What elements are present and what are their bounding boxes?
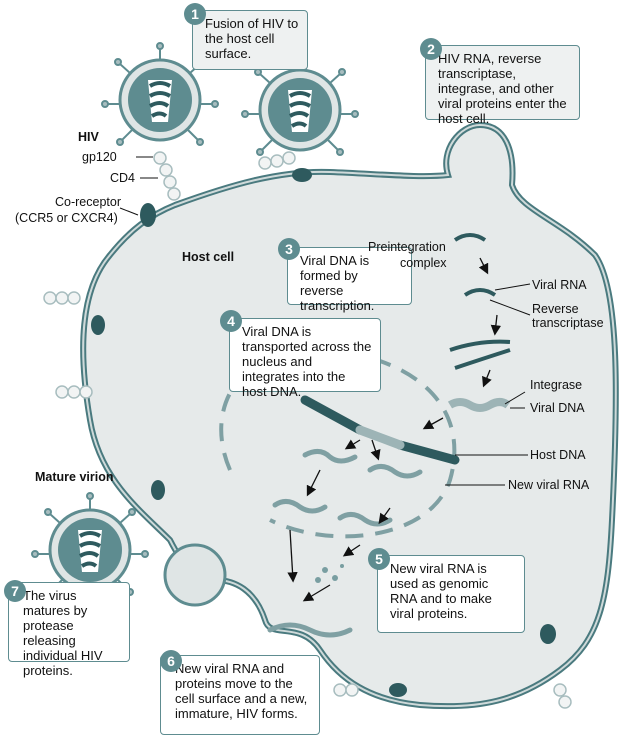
- step-7-box: The virus matures by protease releasing …: [8, 582, 130, 678]
- step-3-text: Viral DNA is formed by reverse transcrip…: [300, 253, 375, 313]
- reverse-label: Reverse: [532, 302, 579, 316]
- step-4-badge: 4: [220, 310, 242, 332]
- cd4-receptors: [43, 151, 572, 709]
- step-6-badge: 6: [160, 650, 182, 672]
- gp120-label: gp120: [82, 150, 117, 164]
- leader-lines: [119, 156, 531, 486]
- step-6-box: New viral RNA and proteins move to the c…: [160, 655, 320, 735]
- step-4-text: Viral DNA is transported across the nucl…: [242, 324, 372, 399]
- step-5-text: New viral RNA is used as genomic RNA and…: [390, 561, 492, 621]
- step-5-box: New viral RNA is used as genomic RNA and…: [377, 555, 525, 633]
- host-dna: [300, 395, 460, 465]
- cd4-label: CD4: [110, 171, 136, 185]
- preintegration-label: Preintegration: [368, 240, 446, 254]
- step-3-badge: 3: [278, 238, 300, 260]
- step-7-badge: 7: [4, 580, 26, 602]
- step-1-badge: 1: [184, 3, 206, 25]
- step-7-text: The virus matures by protease releasing …: [23, 588, 103, 678]
- host-cell-label: Host cell: [182, 250, 235, 264]
- coreceptor-sub-label: (CCR5 or CXCR4): [15, 211, 118, 225]
- viral-rna-label: Viral RNA: [532, 278, 587, 292]
- new-viral-rna: [267, 449, 423, 638]
- integrase-label: Integrase: [530, 378, 583, 392]
- hiv-label: HIV: [78, 130, 99, 144]
- step-2-badge: 2: [420, 38, 442, 60]
- step-6-text: New viral RNA and proteins move to the c…: [175, 661, 308, 721]
- step-1-text: Fusion of HIV to the host cell surface.: [205, 16, 299, 61]
- step-2-text: HIV RNA, reverse transcriptase, integras…: [438, 51, 567, 126]
- complex-label: complex: [400, 256, 447, 270]
- coreceptors: [91, 168, 556, 697]
- transcriptase-label: transcriptase: [532, 316, 604, 330]
- host-dna-label: Host DNA: [530, 448, 586, 462]
- mature-virion-label: Mature virion: [35, 470, 114, 484]
- viral-dna-label: Viral DNA: [530, 401, 585, 415]
- coreceptor-label: Co-receptor: [55, 195, 121, 209]
- step-2-box: HIV RNA, reverse transcriptase, integras…: [425, 45, 580, 126]
- step-1-box: Fusion of HIV to the host cell surface.: [192, 10, 308, 70]
- complexes: [449, 233, 511, 370]
- step-3-box: Viral DNA is formed by reverse transcrip…: [287, 247, 412, 313]
- step-5-badge: 5: [368, 548, 390, 570]
- arrows: [287, 257, 502, 602]
- step-4-box: Viral DNA is transported across the nucl…: [229, 318, 381, 399]
- new-viral-rna-label: New viral RNA: [508, 478, 590, 492]
